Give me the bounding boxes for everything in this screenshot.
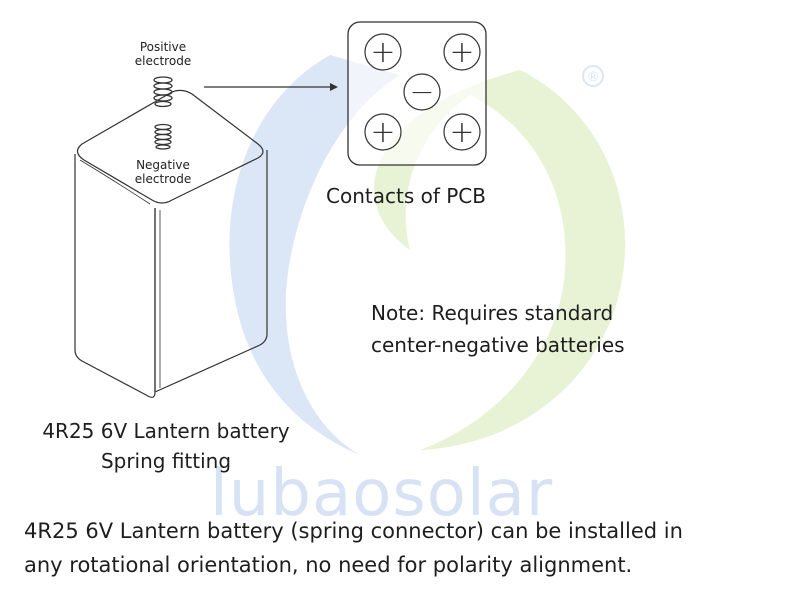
- positive-label-line2: electrode: [134, 54, 192, 68]
- battery-right-face: [154, 150, 268, 393]
- pcb-contact-top-right: [443, 33, 481, 71]
- pcb-contact-sign: −: [409, 75, 434, 110]
- watermark-brand-text: lubaosolar: [210, 457, 554, 531]
- watermark-green-swirl: [374, 70, 626, 450]
- negative-label-line2: electrode: [134, 172, 192, 186]
- pcb-contact-sign: +: [449, 35, 474, 70]
- battery-caption-line1: 4R25 6V Lantern battery: [42, 419, 290, 443]
- footer-description: 4R25 6V Lantern battery (spring connecto…: [24, 514, 683, 582]
- pcb-contact-sign: +: [449, 115, 474, 150]
- pcb-contact-bottom-right: [443, 113, 481, 151]
- battery-left-face: [74, 154, 156, 398]
- pcb-contacts: [364, 33, 481, 151]
- negative-electrode-label: Negative electrode: [128, 158, 198, 186]
- footer-line1: 4R25 6V Lantern battery (spring connecto…: [24, 519, 683, 543]
- footer-line2: any rotational orientation, no need for …: [24, 553, 633, 577]
- positive-electrode-label: Positive electrode: [128, 40, 198, 68]
- negative-spring-icon: [154, 123, 172, 150]
- watermark-blue-swirl: [229, 55, 400, 455]
- pcb-caption: Contacts of PCB: [326, 184, 486, 208]
- negative-label-line1: Negative: [136, 158, 190, 172]
- registered-mark-ring: [582, 65, 604, 87]
- positive-spring-icon: [153, 76, 173, 108]
- pcb-contact-top-left: [364, 33, 402, 71]
- pcb-board: [347, 21, 487, 166]
- battery-caption: 4R25 6V Lantern battery Spring fitting: [20, 416, 312, 476]
- positive-label-line1: Positive: [139, 40, 187, 54]
- registered-mark: ®: [587, 70, 600, 85]
- note-line1: Note: Requires standard: [371, 301, 614, 325]
- pcb-contact-sign: +: [370, 35, 395, 70]
- note-text: Note: Requires standard center-negative …: [371, 297, 625, 361]
- pcb-contact-center: [403, 73, 441, 111]
- arrow-to-pcb: [204, 83, 338, 91]
- pcb-contact-bottom-left: [364, 113, 402, 151]
- note-line2: center-negative batteries: [371, 333, 625, 357]
- battery-top-face: [76, 89, 264, 204]
- pcb-contact-sign: +: [370, 115, 395, 150]
- battery-caption-line2: Spring fitting: [100, 449, 232, 473]
